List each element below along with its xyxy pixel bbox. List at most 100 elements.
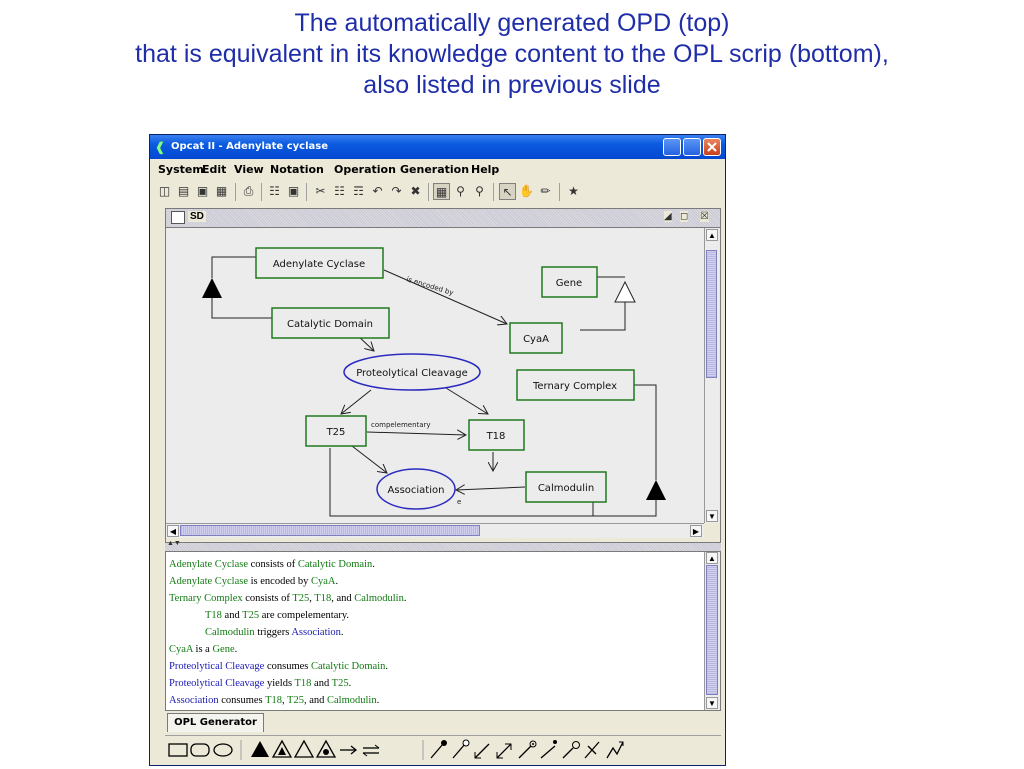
pencil-icon[interactable]: ✏ xyxy=(540,184,551,198)
event-link-icon[interactable] xyxy=(540,740,557,759)
generalization-link-gene xyxy=(580,276,636,331)
import-icon[interactable]: ▣ xyxy=(196,184,209,198)
bidirectional-link-icon[interactable] xyxy=(362,744,380,757)
frame-close-icon[interactable]: ☒ xyxy=(700,211,709,222)
close-project-icon[interactable]: ▣ xyxy=(287,184,300,198)
opl-object-ref: CyaA xyxy=(169,644,193,655)
opl-object-ref: T25 xyxy=(331,678,349,689)
opl-text-pane[interactable]: Adenylate Cyclase consists of Catalytic … xyxy=(165,551,721,711)
process-shape-icon[interactable] xyxy=(213,743,233,757)
object-t18[interactable]: T18 xyxy=(468,419,525,451)
diagram-horizontal-scrollbar[interactable]: ◀ ▶ xyxy=(166,523,704,538)
opl-text-segment: and xyxy=(311,678,332,689)
rounded-object-shape-icon[interactable] xyxy=(190,743,210,757)
result-link-icon[interactable] xyxy=(496,743,512,759)
menu-help[interactable]: Help xyxy=(471,163,500,176)
effect-link-icon[interactable] xyxy=(518,740,537,759)
menu-edit[interactable]: Edit xyxy=(202,163,227,176)
opl-scroll-down-icon[interactable]: ▼ xyxy=(706,697,718,709)
animation-icon[interactable]: ★ xyxy=(568,184,579,198)
diagram-vertical-scrollbar[interactable]: ▲ ▼ xyxy=(704,228,719,523)
redo-icon[interactable]: ↷ xyxy=(391,184,402,198)
condition-link-icon[interactable] xyxy=(562,741,580,759)
scroll-up-icon[interactable]: ▲ xyxy=(706,229,718,241)
object-gene[interactable]: Gene xyxy=(541,266,598,298)
scroll-right-icon[interactable]: ▶ xyxy=(690,525,702,537)
pointer-icon[interactable]: ↖ xyxy=(499,183,516,200)
instrument-link-icon[interactable] xyxy=(452,739,470,759)
menu-notation[interactable]: Notation xyxy=(270,163,324,176)
classification-icon[interactable] xyxy=(315,739,337,758)
opd-canvas[interactable]: is encoded by compelementary e Adenylate… xyxy=(166,228,704,523)
scroll-left-icon[interactable]: ◀ xyxy=(167,525,179,537)
agent-link-icon[interactable] xyxy=(430,740,447,759)
object-ternary-complex[interactable]: Ternary Complex xyxy=(516,369,635,401)
object-catalytic-domain[interactable]: Catalytic Domain xyxy=(271,307,390,339)
tab-opl-generator[interactable]: OPL Generator xyxy=(167,713,264,732)
minimize-button[interactable] xyxy=(663,138,681,156)
object-cyaa[interactable]: CyaA xyxy=(509,322,563,354)
opl-text-segment: . xyxy=(340,627,344,638)
cut-icon[interactable]: ✂ xyxy=(315,184,326,198)
open-folder-icon[interactable]: ▤ xyxy=(177,184,190,198)
delete-icon[interactable]: ✖ xyxy=(410,184,421,198)
restore-icon[interactable]: ◻ xyxy=(680,211,689,222)
process-proteolytical-cleavage[interactable]: Proteolytical Cleavage xyxy=(343,353,481,391)
sd-frame-titlebar[interactable]: SD ◢ ◻ ☒ xyxy=(166,209,720,228)
maximize-button[interactable] xyxy=(683,138,701,156)
save-icon[interactable]: ▦ xyxy=(215,184,228,198)
consumption-link-icon[interactable] xyxy=(474,743,490,759)
window-titlebar[interactable]: ❰ Opcat II - Adenylate cyclase xyxy=(150,135,725,159)
menu-system[interactable]: System xyxy=(158,163,204,176)
object-shape-icon[interactable] xyxy=(168,743,188,757)
paste-icon[interactable]: ☶ xyxy=(353,184,364,198)
print-icon[interactable]: ⎙ xyxy=(243,184,254,198)
zoom-in-icon[interactable]: ⚲ xyxy=(456,184,465,198)
aggregation-icon[interactable] xyxy=(251,741,269,757)
slide-title-line-3: also listed in previous slide xyxy=(363,71,661,99)
generalization-icon[interactable] xyxy=(293,739,315,758)
object-calmodulin[interactable]: Calmodulin xyxy=(525,471,607,503)
menu-generation[interactable]: Generation xyxy=(400,163,470,176)
opl-scroll-thumb[interactable] xyxy=(706,565,718,695)
pane-splitter[interactable]: ▲▼ xyxy=(165,540,721,551)
opl-text-segment: consumes xyxy=(264,661,312,672)
svg-text:T18: T18 xyxy=(486,431,506,442)
object-adenylate-cyclase[interactable]: Adenylate Cyclase xyxy=(255,247,384,279)
exception-link-icon[interactable] xyxy=(584,741,600,759)
opl-process-ref: Association xyxy=(291,627,341,638)
menu-view[interactable]: View xyxy=(234,163,264,176)
splitter-arrows-icon[interactable]: ▲▼ xyxy=(167,540,181,547)
iconify-icon[interactable]: ◢ xyxy=(664,211,672,222)
properties-icon[interactable]: ☷ xyxy=(269,184,280,198)
opl-text-segment: is a xyxy=(192,644,213,655)
opl-scroll-up-icon[interactable]: ▲ xyxy=(706,552,718,564)
new-file-icon[interactable]: ◫ xyxy=(158,184,171,198)
close-button[interactable] xyxy=(703,138,721,156)
scroll-down-icon[interactable]: ▼ xyxy=(706,510,718,522)
opl-text-segment: consists of xyxy=(242,593,293,604)
hand-icon[interactable]: ✋ xyxy=(519,184,534,198)
opl-object-ref: T25 xyxy=(242,610,260,621)
vertical-scroll-thumb[interactable] xyxy=(706,250,717,378)
opl-sentence: Calmodulin triggers Association. xyxy=(169,624,406,641)
invocation-link-icon[interactable] xyxy=(606,741,624,759)
slide-title-line-1: The automatically generated OPD (top) xyxy=(294,9,730,37)
slide-title-line-2: that is equivalent in its knowledge cont… xyxy=(135,40,889,68)
bottom-tab-bar: OPL Generator xyxy=(165,712,721,732)
menu-operation[interactable]: Operation xyxy=(334,163,396,176)
undo-icon[interactable]: ↶ xyxy=(372,184,383,198)
svg-text:T25: T25 xyxy=(326,427,346,438)
exhibition-icon[interactable] xyxy=(271,739,293,758)
opl-vertical-scrollbar[interactable]: ▲ ▼ xyxy=(704,552,720,710)
grid-icon[interactable]: ▦ xyxy=(433,183,450,200)
menu-bar: System Edit View Notation Operation Gene… xyxy=(150,161,725,179)
horizontal-scroll-thumb[interactable] xyxy=(180,525,480,536)
process-association[interactable]: Association xyxy=(376,468,456,510)
object-t25[interactable]: T25 xyxy=(305,415,367,447)
copy-icon[interactable]: ☷ xyxy=(334,184,345,198)
opl-text-segment: , xyxy=(281,695,288,706)
zoom-out-icon[interactable]: ⚲ xyxy=(475,184,484,198)
opl-text-segment: consists of xyxy=(248,559,298,570)
unidirectional-link-icon[interactable] xyxy=(340,745,358,755)
